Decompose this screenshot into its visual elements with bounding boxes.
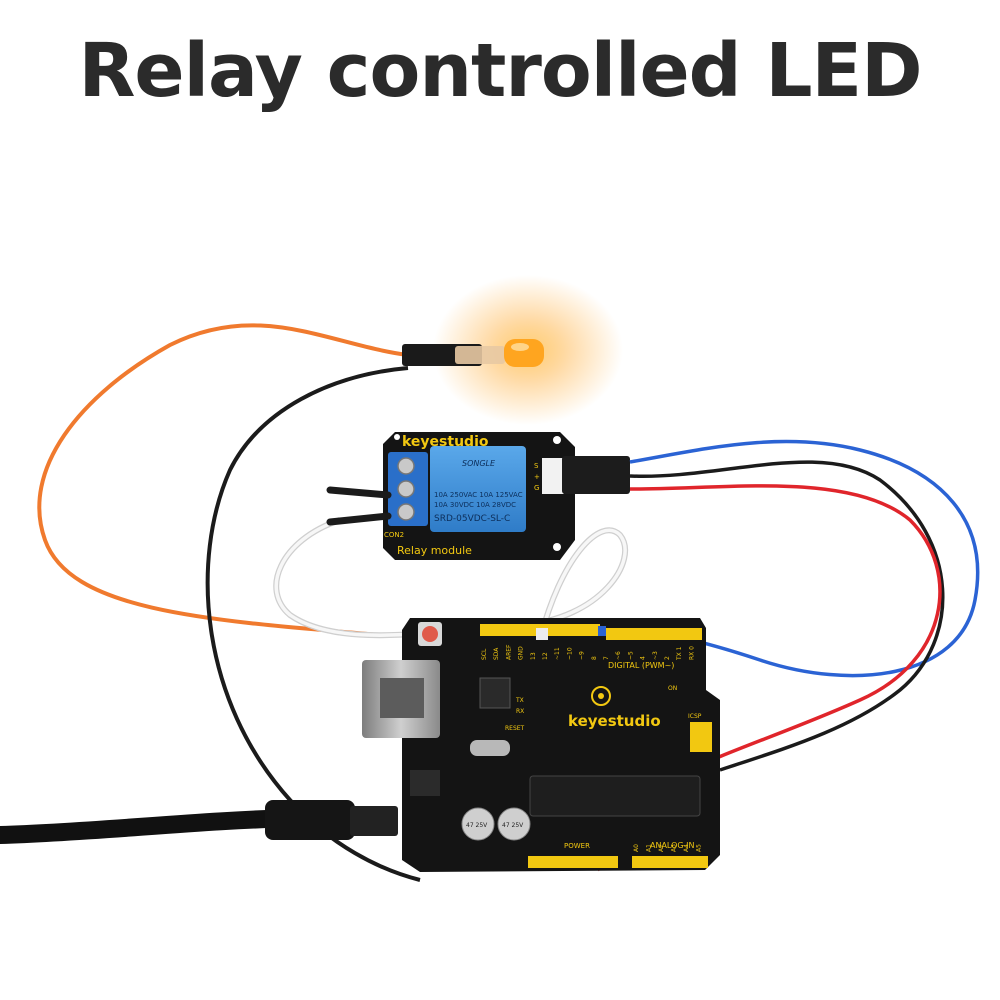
analog-pin-labels: A0 A1 A2 A3 A4 A5 xyxy=(633,844,703,852)
relay-pin-g: G xyxy=(534,484,539,492)
black-signal-wire xyxy=(629,460,945,772)
reset-label: RESET xyxy=(505,725,525,732)
on-label: ON xyxy=(668,685,677,692)
digital-pin-label: ~9 xyxy=(579,651,586,660)
digital-pin-label: 13 xyxy=(530,652,537,660)
atmega-chip xyxy=(529,775,701,817)
digital-pin-label: ~10 xyxy=(566,647,573,660)
power-cable xyxy=(0,809,309,844)
digital-header-right xyxy=(606,628,702,640)
rx-label: RX xyxy=(516,708,524,715)
page-title: Relay controlled LED xyxy=(78,28,922,114)
digital-pin-label: 7 xyxy=(603,656,610,660)
digital-pin-label: 2 xyxy=(664,656,671,660)
digital-pin-labels: SCL SDA AREF GND 13 12 ~11 ~10 ~9 8 7 ~6 ~5 4 ~3 2 TX 1 R… xyxy=(481,644,695,661)
analog-pin-label: A3 xyxy=(671,844,678,852)
usb-chip xyxy=(479,677,511,709)
digital-pin-label: AREF xyxy=(505,644,512,660)
digital-pin-label: 12 xyxy=(542,652,549,660)
relay-module: keyestudio Relay module CON2 SONGLE 10A … xyxy=(383,432,575,560)
relay-terminal-wire-bottom xyxy=(326,512,392,526)
capacitor-1 xyxy=(461,807,495,841)
led-body xyxy=(504,339,544,367)
regulator xyxy=(410,770,440,796)
led-leg-housing xyxy=(455,346,505,364)
icsp-label: ICSP xyxy=(688,713,702,720)
analog-pin-label: A1 xyxy=(646,844,653,852)
power-jack xyxy=(350,806,398,836)
power-plug xyxy=(265,800,355,840)
power-header xyxy=(528,856,618,868)
capacitor-1-label: 47 25V xyxy=(466,822,488,829)
digital-pwm-label: DIGITAL (PWM~) xyxy=(608,661,674,670)
digital-pin-label: GND xyxy=(518,646,525,660)
digital-pin-label: 8 xyxy=(591,656,598,660)
capacitor-2 xyxy=(497,807,531,841)
board-brand-label: keyestudio xyxy=(568,712,661,730)
arduino-board: 47 25V 47 25V keyestudio DIGITAL (PWM~) … xyxy=(362,618,720,872)
crystal xyxy=(470,740,510,756)
analog-in-label: ANALOG IN xyxy=(650,841,695,850)
analog-pin-label: A2 xyxy=(658,844,665,852)
white-wire-plug xyxy=(536,628,548,640)
relay-rating-1: 10A 250VAC 10A 125VAC xyxy=(434,491,523,499)
keyestudio-logo-icon xyxy=(591,686,611,706)
digital-pin-label: ~6 xyxy=(615,651,622,660)
capacitor-2-label: 47 25V xyxy=(502,822,524,829)
relay-rating-2: 10A 30VDC 10A 28VDC xyxy=(434,501,516,509)
digital-pin-label: ~11 xyxy=(554,647,561,660)
relay-terminal-wire-top xyxy=(326,486,392,499)
relay-model: SRD-05VDC-SL-C xyxy=(434,514,510,524)
black-wire-led xyxy=(205,366,421,882)
digital-pin-label: SDA xyxy=(493,647,500,660)
relay-pin-s: S xyxy=(534,462,539,470)
power-label: POWER xyxy=(564,842,590,850)
relay-body xyxy=(430,446,526,532)
digital-pin-label: RX 0 xyxy=(688,646,695,660)
digital-pin-label: TX 1 xyxy=(676,646,683,661)
relay-dupont-connector xyxy=(562,456,630,494)
analog-pin-label: A4 xyxy=(683,844,690,852)
relay-connector-label: CON2 xyxy=(384,531,404,539)
icsp-header xyxy=(690,722,712,752)
orange-wire xyxy=(37,323,409,637)
analog-pin-label: A5 xyxy=(696,844,703,852)
led-highlight xyxy=(511,343,529,351)
tx-label: TX xyxy=(515,697,524,704)
analog-header xyxy=(632,856,708,868)
digital-pin-label: SCL xyxy=(481,648,488,660)
blue-wire-plug xyxy=(598,626,606,636)
digital-pin-label: ~3 xyxy=(652,651,659,660)
analog-pin-label: A0 xyxy=(633,844,640,852)
digital-pin-label: 4 xyxy=(640,656,647,660)
relay-pin-plus: + xyxy=(534,473,540,481)
relay-module-label: Relay module xyxy=(397,544,472,557)
blue-wire xyxy=(599,439,980,678)
relay-maker-label: SONGLE xyxy=(462,459,496,468)
digital-pin-label: ~5 xyxy=(627,651,634,660)
